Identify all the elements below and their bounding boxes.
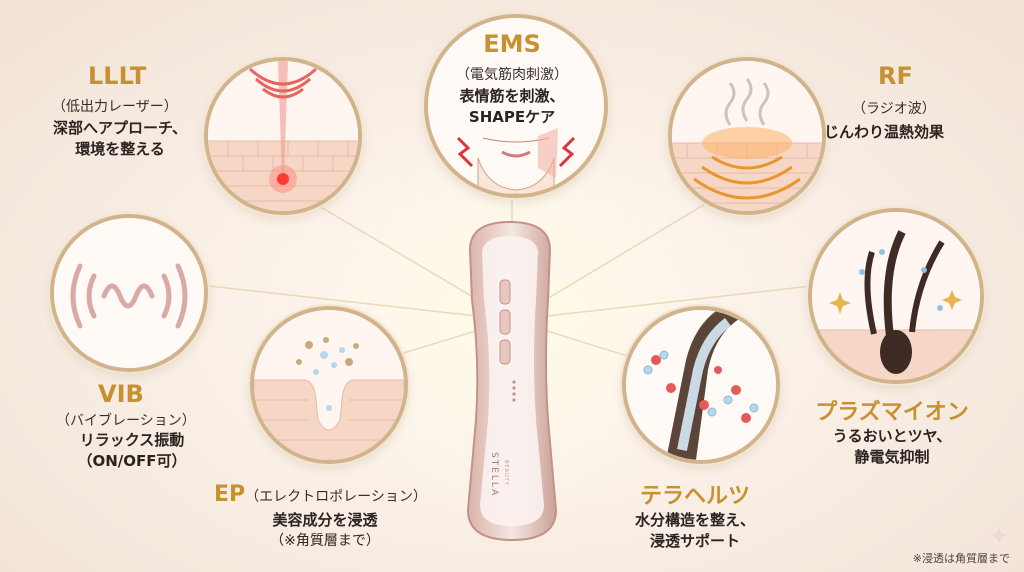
terahertz-desc: 水分構造を整え、浸透サポート	[634, 511, 755, 550]
plasma-illustration	[808, 208, 984, 384]
plasma-desc: うるおいとツヤ、静電気抑制	[832, 427, 952, 466]
rf-title: RF	[878, 62, 913, 90]
ems-title: EMS	[483, 30, 541, 58]
rf-illustration	[668, 57, 826, 215]
ems-subtitle: （電気筋肉刺激）	[456, 67, 568, 83]
ep-illustration	[250, 306, 408, 464]
ep-desc: 美容成分を浸透（※角質層まで）	[270, 511, 380, 549]
terahertz-title: テラヘルツ	[639, 484, 750, 509]
terahertz-illustration	[622, 306, 780, 464]
vib-subtitle: （バイブレーション）	[56, 413, 196, 429]
llt-desc: 深部へアプローチ、環境を整える	[52, 119, 188, 158]
ep-title: EP（エレクトロポレーション）	[214, 482, 427, 507]
plasma-title: プラズマイオン	[815, 400, 969, 425]
ep-subtitle: （エレクトロポレーション）	[245, 489, 427, 505]
ems-desc: 表情筋を刺激、SHAPEケア	[459, 87, 565, 126]
footnote: ※浸透は角質層まで	[912, 552, 1010, 565]
rf-desc: じんわり温熱効果	[824, 123, 945, 141]
llt-subtitle: （低出力レーザー）	[52, 99, 178, 115]
llt-illustration	[204, 57, 362, 215]
llt-title: LLLT	[88, 62, 147, 90]
rf-subtitle: （ラジオ波）	[852, 101, 936, 117]
device-brand: STELLA	[489, 452, 499, 498]
vib-title: VIB	[98, 380, 144, 408]
vib-illustration	[50, 214, 208, 372]
device-tagline: BEAUTY	[503, 460, 509, 486]
vib-desc: リラックス振動（ON/OFF可）	[77, 431, 187, 470]
ems-illustration	[424, 14, 608, 198]
sparkle-icon: ✦	[988, 522, 1010, 552]
